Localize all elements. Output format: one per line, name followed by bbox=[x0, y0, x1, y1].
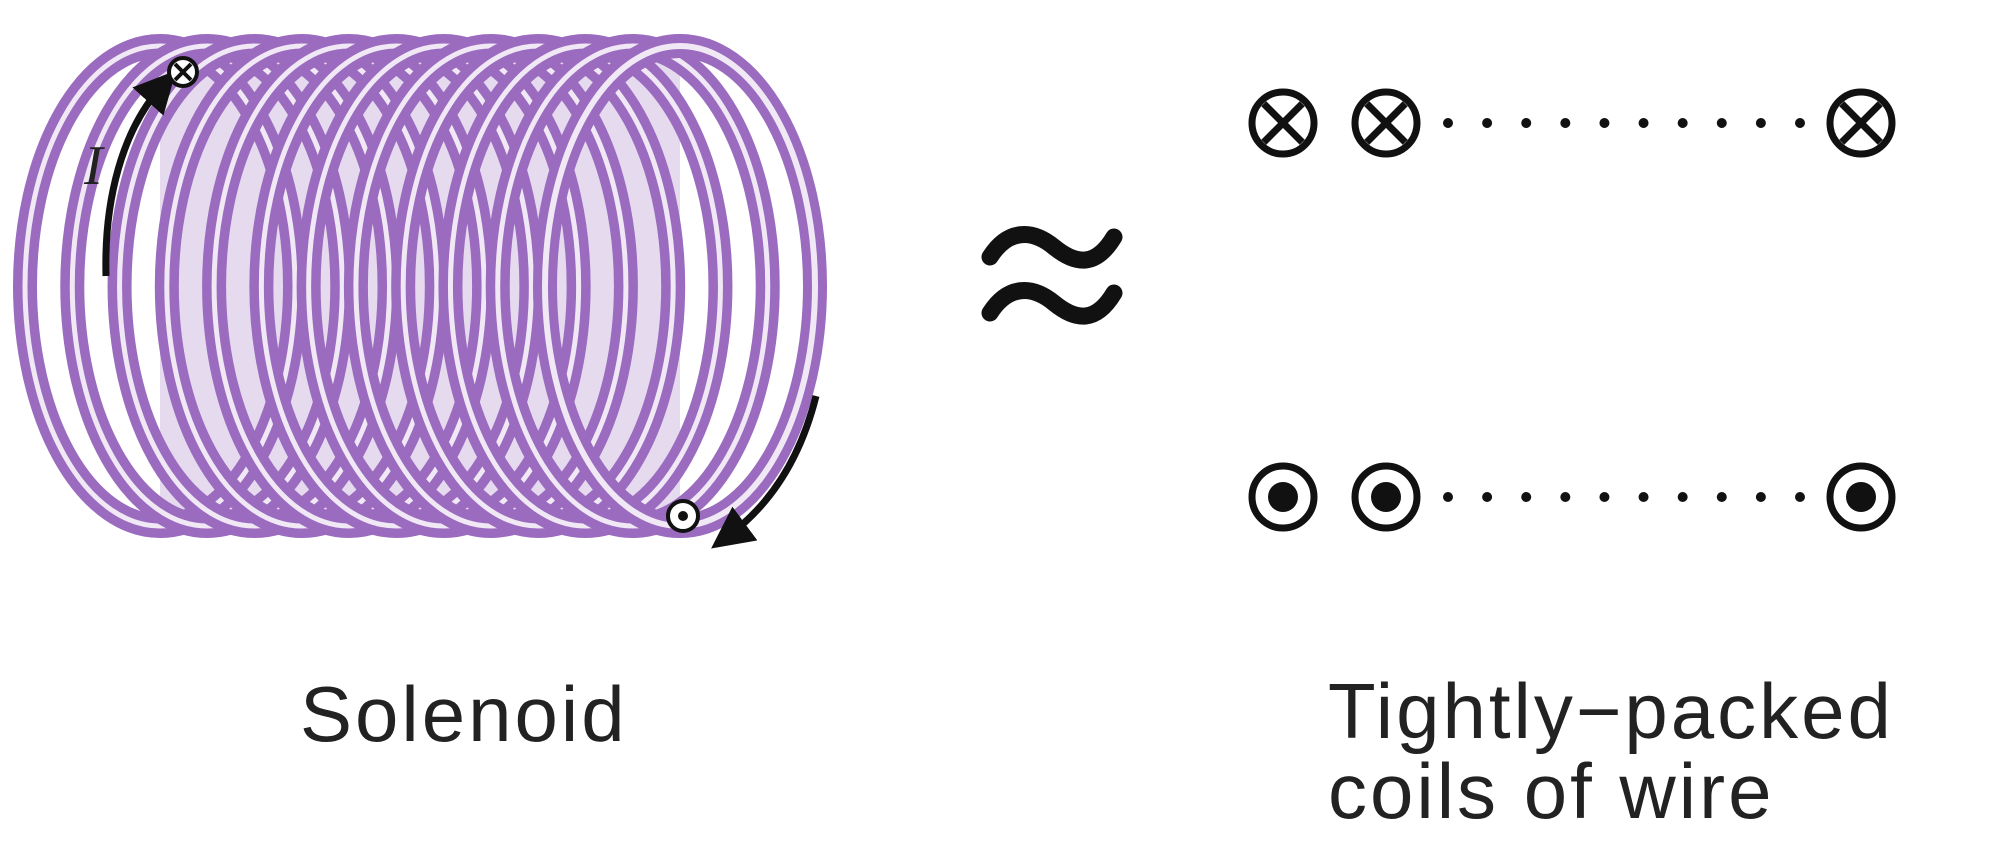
ellipsis-dot bbox=[1599, 492, 1610, 502]
current-label: I bbox=[84, 135, 103, 197]
ellipsis-dot bbox=[1795, 492, 1805, 502]
wire-out-of-page-small-icon bbox=[666, 499, 700, 533]
current-arrow-in bbox=[102, 70, 177, 277]
coils-caption-line-1: Tightly−packed bbox=[1328, 667, 1894, 755]
wire-into-page-icon bbox=[1248, 88, 1318, 158]
solenoid-caption: Solenoid bbox=[300, 670, 628, 758]
coil-turn-highlight bbox=[117, 43, 393, 529]
ellipsis-dot bbox=[1755, 492, 1766, 502]
coil-turn-highlight bbox=[258, 43, 534, 529]
wire-out-of-page-icon bbox=[1248, 462, 1318, 532]
ellipsis-dot bbox=[1716, 118, 1727, 128]
wire-out-of-page-icon bbox=[1826, 462, 1896, 532]
out-of-page-row bbox=[1248, 462, 1896, 532]
coils-caption-line-2: coils of wire bbox=[1328, 747, 1775, 835]
coil-turn-highlight bbox=[495, 43, 771, 529]
coil-turn-highlight bbox=[22, 43, 298, 529]
coil-turn-highlight bbox=[69, 43, 345, 529]
approximately-equal-icon bbox=[981, 226, 1123, 325]
coil-turn-highlight bbox=[400, 43, 676, 529]
current-arrow-out bbox=[711, 395, 820, 549]
wire-into-page-icon bbox=[1351, 88, 1421, 158]
ellipsis-dot bbox=[1716, 492, 1727, 502]
coil-turn-highlight bbox=[164, 43, 440, 529]
ellipsis-dot bbox=[1560, 492, 1571, 502]
coil-turn-highlight bbox=[306, 43, 582, 529]
into-page-row bbox=[1248, 88, 1896, 158]
ellipsis-dot bbox=[1521, 492, 1532, 502]
ellipsis-dot bbox=[1599, 118, 1610, 128]
ellipsis-dot bbox=[1521, 118, 1532, 128]
ellipsis-dot bbox=[1443, 118, 1453, 128]
coil-turn-highlight bbox=[447, 43, 723, 529]
ellipsis-dot bbox=[1482, 118, 1493, 128]
coil-turn-highlight bbox=[353, 43, 629, 529]
ellipsis-dot bbox=[1560, 118, 1571, 128]
ellipsis-dot bbox=[1482, 492, 1493, 502]
ellipsis-dot bbox=[1755, 118, 1766, 128]
ellipsis-dot bbox=[1443, 492, 1453, 502]
solenoid-coil-group bbox=[13, 34, 827, 538]
ellipsis-dot bbox=[1638, 492, 1649, 502]
wire-into-page-small-icon bbox=[167, 56, 199, 88]
ellipsis-dot bbox=[1638, 118, 1649, 128]
wire-out-of-page-icon bbox=[1351, 462, 1421, 532]
ellipsis-dot bbox=[1795, 118, 1805, 128]
wire-into-page-icon bbox=[1826, 88, 1896, 158]
ellipsis-dot bbox=[1677, 118, 1688, 128]
coil-turn-highlight bbox=[211, 43, 487, 529]
ellipsis-dot bbox=[1677, 492, 1688, 502]
